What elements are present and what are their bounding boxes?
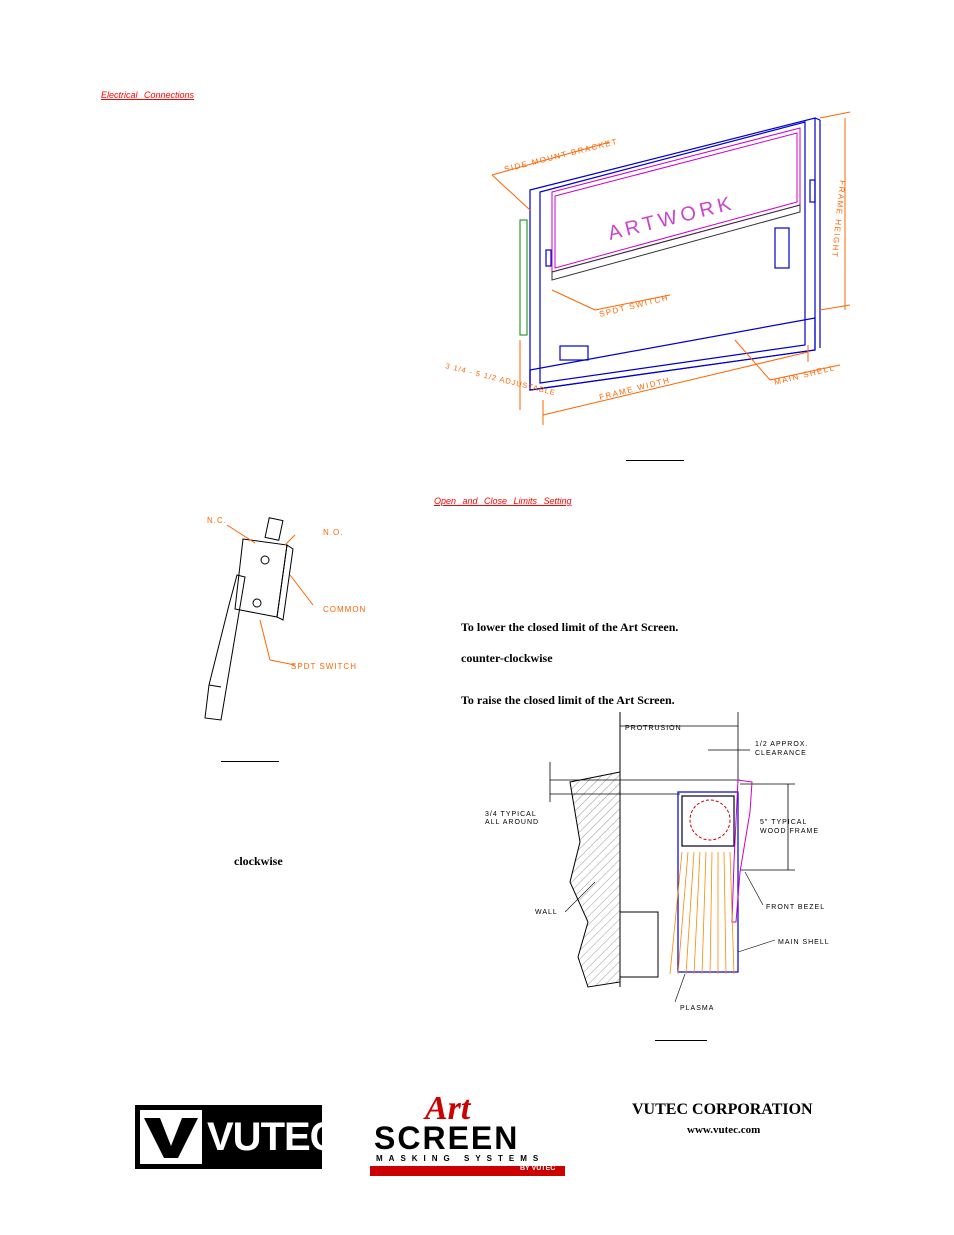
artwork-label: ARTWORK (606, 192, 737, 245)
wood-frame-label-1: 5" TYPICAL (760, 819, 807, 826)
spdt-switch-label: SPDT SWITCH (291, 662, 357, 671)
vutec-v-mark (140, 1110, 202, 1164)
clockwise-text: clockwise (234, 854, 283, 868)
company-website: www.vutec.com (687, 1124, 761, 1136)
frame-width-label: FRAME WIDTH (598, 376, 671, 402)
art-logo-script: Art (425, 1090, 471, 1127)
clearance-label-1: 1/2 APPROX. (755, 741, 808, 748)
main-shell-label-2: MAIN SHELL (778, 939, 830, 946)
raise-limit-text: To raise the closed limit of the Art Scr… (461, 693, 675, 707)
figure1-caption-line (626, 460, 684, 461)
lower-limit-text: To lower the closed limit of the Art Scr… (461, 620, 679, 634)
art-logo-by: BY VUTEC (520, 1165, 556, 1172)
typical-label-2: ALL AROUND (485, 819, 539, 826)
figure3-caption-line (655, 1040, 707, 1041)
art-logo-sub: MASKING SYSTEMS (376, 1154, 545, 1163)
electrical-connections-heading: Electrical Connections (101, 90, 195, 100)
company-name: VUTEC CORPORATION (632, 1101, 813, 1118)
vutec-logo: VUTEC (135, 1105, 339, 1169)
frame-height-label: FRAME HEIGHT (830, 180, 847, 259)
spdt-label: SPDT SWITCH (598, 293, 670, 319)
no-label: N.O. (323, 528, 343, 537)
main-shell-label: MAIN SHELL (773, 363, 836, 387)
art-logo-swoosh (370, 1166, 565, 1176)
front-bezel-label: FRONT BEZEL (766, 904, 825, 911)
typical-label-1: 3/4 TYPICAL (485, 811, 537, 818)
common-label: COMMON (323, 605, 366, 614)
clearance-label-2: CLEARANCE (755, 750, 807, 757)
wood-frame-label-2: WOOD FRAME (760, 828, 819, 835)
side-mount-label: SIDE MOUNT BRACKET (503, 137, 619, 174)
plasma-label: PLASMA (680, 1005, 714, 1012)
cross-section-drawing: PROTRUSION 1/2 APPROX. CLEARANCE 3/4 TYP… (485, 712, 830, 1012)
figure2-caption-line (221, 761, 279, 762)
art-screen-drawing: ARTWORK SIDE MOUNT BRACKET SPDT SWITCH F… (445, 111, 851, 425)
vutec-logo-text: VUTEC (207, 1115, 339, 1159)
limits-setting-heading: Open and Close Limits Setting (434, 496, 572, 506)
counter-clockwise-text: counter-clockwise (461, 651, 553, 665)
art-screen-logo: Art SCREEN MASKING SYSTEMS BY VUTEC (370, 1090, 570, 1178)
art-logo-screen: SCREEN (374, 1120, 520, 1156)
protrusion-label: PROTRUSION (625, 725, 682, 732)
nc-label: N.C. (207, 516, 227, 525)
wall-label: WALL (535, 909, 558, 916)
spdt-switch-drawing: N.C. N.O. COMMON SPDT SWITCH (204, 516, 366, 721)
